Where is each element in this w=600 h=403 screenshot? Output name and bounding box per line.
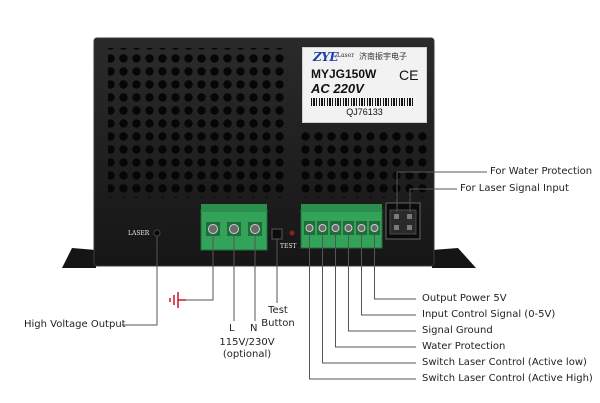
product-label: ZYE Laser 济南振宇电子 MYJG150W CE AC 220V QJ7… xyxy=(302,47,427,123)
leader-lines xyxy=(122,171,487,380)
input-voltage: AC 220V xyxy=(311,81,364,96)
callout-for-laser-signal-input: For Laser Signal Input xyxy=(460,183,569,194)
callout-l: L xyxy=(229,323,235,334)
callout-output-power-5v: Output Power 5V xyxy=(422,293,507,304)
mains-terminal-block xyxy=(200,204,268,251)
callout-input-control-signal: Input Control Signal (0-5V) xyxy=(422,309,556,320)
callout-test-line2: Button xyxy=(261,318,295,329)
brand-logo: ZYE xyxy=(313,50,338,64)
left-mounting-flange xyxy=(62,248,96,268)
ventilation-grid-right xyxy=(300,128,430,198)
callout-switch-active-high: Switch Laser Control (Active High) xyxy=(422,373,593,384)
company-name: 济南振宇电子 xyxy=(359,52,407,61)
callout-n: N xyxy=(250,323,258,334)
callout-high-voltage-output: High Voltage Output xyxy=(24,319,126,330)
signal-connector xyxy=(385,202,421,240)
test-button[interactable] xyxy=(271,228,283,240)
callout-switch-active-low: Switch Laser Control (Active low) xyxy=(422,357,587,368)
serial-number: QJ76133 xyxy=(346,107,383,117)
ce-mark-icon: CE xyxy=(399,67,419,83)
callout-water-protection: Water Protection xyxy=(422,341,506,352)
ventilation-grid xyxy=(108,48,286,198)
laser-port-mark: LASER xyxy=(128,230,150,237)
test-led xyxy=(289,230,295,236)
brand-laser-word: Laser xyxy=(337,52,355,59)
model-number: MYJG150W xyxy=(311,67,377,81)
laser-output-port xyxy=(153,229,161,237)
callout-optional: (optional) xyxy=(222,349,272,360)
callout-mains-voltage: 115V/230V xyxy=(219,337,275,348)
callout-test-line1: Test xyxy=(268,305,288,316)
test-mark: TEST xyxy=(280,243,297,250)
callout-for-water-protection: For Water Protection xyxy=(490,166,593,177)
ground-symbol-icon xyxy=(169,292,186,308)
right-mounting-flange xyxy=(432,248,476,268)
control-terminal-block xyxy=(300,204,383,249)
callout-signal-ground: Signal Ground xyxy=(422,325,493,336)
barcode-icon xyxy=(311,98,415,106)
